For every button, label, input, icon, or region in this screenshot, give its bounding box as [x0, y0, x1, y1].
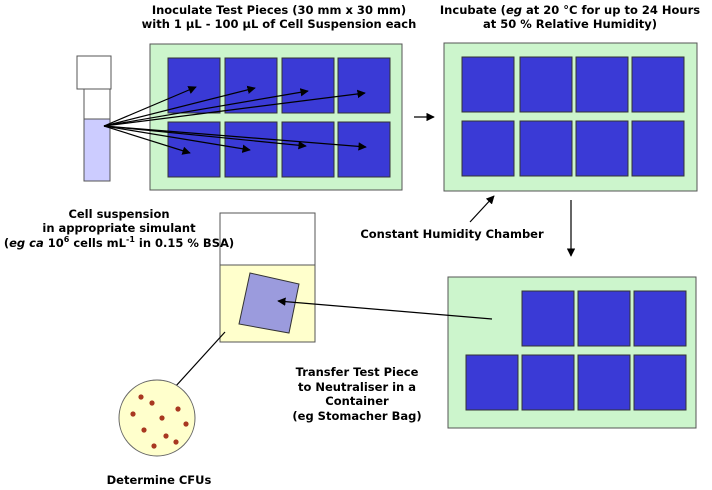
colony [159, 415, 165, 421]
cell-ten: 10 [44, 236, 64, 250]
incubation-chamber [443, 42, 698, 192]
incubate-eg: eg [506, 3, 522, 17]
test-piece [224, 121, 278, 178]
test-piece [281, 121, 335, 178]
test-piece [577, 354, 631, 411]
incubate-post: at 20 °C for up to 24 Hours [522, 3, 700, 17]
test-tube-cap [76, 55, 112, 90]
arrow-to-container [277, 297, 493, 320]
cell-exp6: 6 [64, 235, 70, 244]
test-piece [519, 56, 573, 113]
test-piece [461, 56, 515, 113]
transfer-label-line2: to Neutraliser in a [298, 380, 416, 394]
arrow [103, 125, 251, 153]
test-piece [337, 121, 391, 178]
test-piece [521, 354, 575, 411]
colony [141, 427, 147, 433]
colony [163, 433, 169, 439]
transfer-chamber [447, 276, 697, 429]
arrow [103, 88, 309, 127]
arrow [103, 85, 256, 127]
arrow [103, 125, 367, 151]
colony [138, 394, 144, 400]
petri-dish [118, 379, 196, 457]
test-piece [281, 57, 335, 114]
arrow [103, 125, 307, 150]
test-tube-neck [83, 88, 111, 120]
cell-suspension-label-line1: Cell suspension [68, 207, 169, 221]
transfer-label-line1: Transfer Test Piece [296, 365, 419, 379]
test-piece [337, 57, 391, 114]
transferred-test-piece [238, 272, 300, 334]
incubate-pre: Incubate ( [440, 3, 506, 17]
test-piece [167, 57, 221, 114]
colony [173, 439, 179, 445]
arrow-to-humidity-chamber [469, 195, 495, 223]
test-piece [461, 120, 515, 177]
incubate-label-line2: at 50 % Relative Humidity) [483, 17, 657, 31]
test-tube [76, 55, 112, 182]
colony [130, 411, 136, 417]
cell-expm1: -1 [126, 235, 135, 244]
cell-suspension-label-line3: (eg ca 106 cells mL-1 in 0.15 % BSA) [4, 235, 234, 250]
test-piece [631, 120, 685, 177]
colony [149, 400, 155, 406]
incubate-label-line1: Incubate (eg at 20 °C for up to 24 Hours [440, 3, 700, 17]
cell-post: in 0.15 % BSA) [135, 236, 234, 250]
test-piece [577, 290, 631, 347]
inoculate-label-line2: with 1 µL - 100 µL of Cell Suspension ea… [142, 17, 417, 31]
test-piece [575, 56, 629, 113]
colony [151, 443, 157, 449]
container-top [219, 212, 316, 266]
petri-dish-plate [118, 379, 196, 457]
cell-mid: cells mL [69, 236, 126, 250]
colony [183, 421, 189, 427]
test-piece [575, 120, 629, 177]
transfer-label-line3: Container [325, 394, 389, 408]
test-piece [521, 290, 575, 347]
arrow [103, 86, 197, 127]
test-piece [167, 121, 221, 178]
humidity-chamber-label: Constant Humidity Chamber [360, 227, 544, 241]
test-piece [633, 290, 687, 347]
colony [175, 406, 181, 412]
arrow [103, 125, 191, 155]
test-piece [631, 56, 685, 113]
transfer-label-line4: (eg Stomacher Bag) [292, 409, 421, 423]
cell-pre: ( [4, 236, 9, 250]
test-piece [465, 354, 519, 411]
test-piece [633, 354, 687, 411]
inoculate-label-line1: Inoculate Test Pieces (30 mm x 30 mm) [152, 3, 406, 17]
determine-cfus-label: Determine CFUs [107, 473, 212, 487]
cell-suspension-label-line2: in appropriate simulant [42, 221, 196, 235]
inoculation-chamber [149, 43, 403, 191]
inoculation-arrows [103, 85, 367, 155]
neutraliser-container [219, 212, 316, 343]
arrow [103, 89, 366, 127]
cell-eg: eg ca [9, 236, 44, 250]
cell-suspension-liquid [83, 118, 111, 182]
test-piece [519, 120, 573, 177]
